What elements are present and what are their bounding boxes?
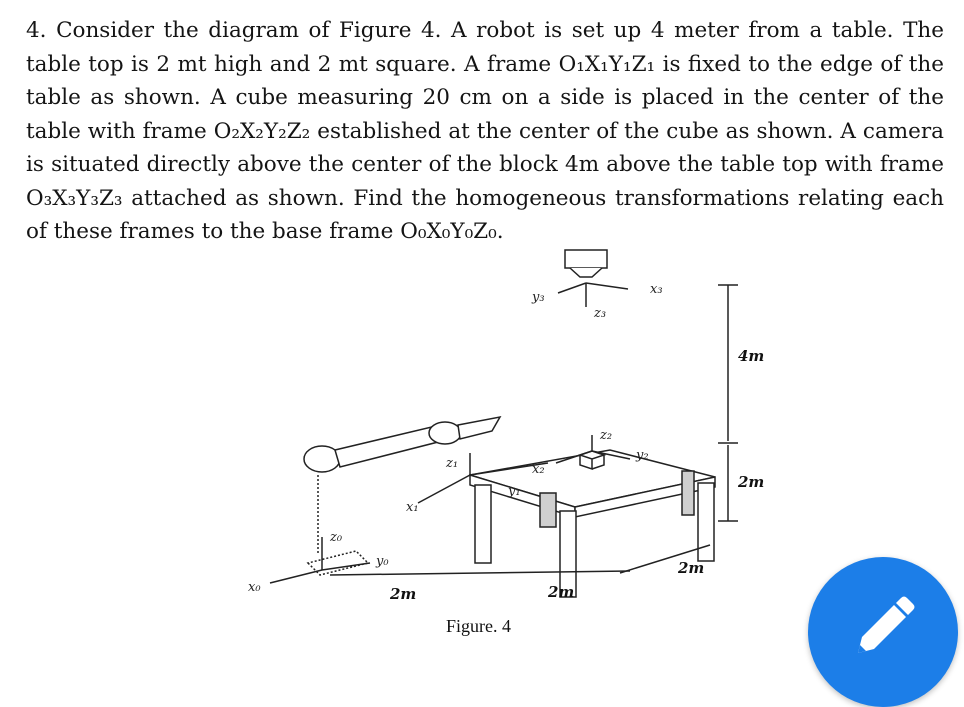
robot-upper-arm	[334, 424, 443, 468]
dim-label-base-mid: 2m	[547, 583, 574, 601]
pencil-icon	[858, 596, 915, 653]
table-leg-front-right	[559, 510, 577, 598]
robot-forearm	[457, 415, 502, 440]
label-x0: x₀	[248, 580, 261, 595]
dim-label-base-left: 2m	[389, 585, 416, 603]
figure-caption: Figure. 4	[446, 616, 511, 636]
label-y1: y₁	[507, 484, 521, 499]
label-z2: z₂	[599, 428, 612, 443]
label-x3: x₃	[650, 282, 663, 297]
label-x1: x₁	[406, 500, 419, 515]
problem-text: 4. Consider the diagram of Figure 4. A r…	[26, 18, 944, 244]
table-leg-shadow	[681, 470, 695, 516]
label-z0: z₀	[329, 530, 343, 545]
robot-table-diagram: x₀ y₀ z₀ x₁ y₁ z₁ x₂ y₂ z₂ x₃ y₃ z₃ 2m 2…	[248, 249, 764, 636]
dim-label-camera-height: 4m	[738, 347, 764, 365]
robot-elbow	[428, 421, 462, 445]
table-leg-inner	[539, 492, 557, 528]
label-y2: y₂	[635, 448, 649, 463]
dim-line-base	[329, 570, 631, 576]
label-y0: y₀	[375, 554, 389, 569]
table-leg-back-right	[697, 482, 715, 562]
camera-body	[564, 249, 608, 269]
dim-line-depth	[619, 544, 711, 574]
label-x2: x₂	[532, 462, 545, 477]
edit-fab-button[interactable]	[808, 557, 958, 707]
dim-label-depth: 2m	[677, 559, 704, 577]
table-leg-front-left	[474, 484, 492, 564]
dim-label-table-height: 2m	[737, 473, 764, 491]
camera-lens	[569, 267, 603, 278]
label-z3: z₃	[593, 306, 606, 321]
label-y3: y₃	[531, 290, 545, 305]
label-z1: z₁	[445, 456, 458, 471]
